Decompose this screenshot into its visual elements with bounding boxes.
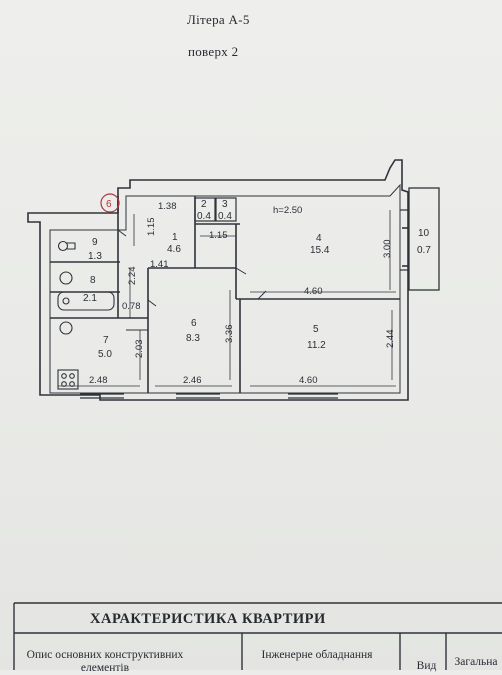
marker-circle [100,193,120,213]
litera-label: Літера А-5 [187,12,250,27]
table-col-structural: Опис основних конструктивних елементів [20,649,190,675]
col-text: Опис основних конструктивних [26,649,184,661]
room-number: 1 [172,232,178,243]
room-number: 7 [103,335,109,346]
bathtub-fixture [57,291,115,311]
dim-label: 2.24 [127,267,138,286]
ceiling-height: h=2.50 [273,205,302,216]
room-area: 0.4 [218,211,232,222]
col-text: елементів [80,662,130,674]
room-number: 3 [222,199,228,210]
outer-wall [27,159,409,401]
dim-label: 0.78 [122,301,141,312]
room-number: 8 [90,275,96,286]
floor-label: поверх 2 [188,44,239,59]
sink-fixture [59,271,73,285]
outer-wall-inner [49,183,401,394]
room-number: 5 [313,324,319,335]
toilet-fixture [57,240,69,252]
dim-label: 4.60 [299,375,318,386]
room-number: 9 [92,237,98,248]
dim-label: 1.41 [150,259,169,270]
room-area: 2.1 [83,293,97,304]
table-title: ХАРАКТЕРИСТИКА КВАРТИРИ [90,611,326,627]
dim-label: 1.15 [146,218,157,237]
dim-label: 1.15 [209,230,228,241]
dim-label: 2.44 [385,330,396,349]
dim-label: 2.46 [183,375,202,386]
room-area: 0.4 [197,211,211,222]
room-area: 0.7 [417,245,431,256]
closet-3 [215,197,237,222]
room-area: 15.4 [310,245,330,256]
balcony-room [408,187,440,291]
room-number: 2 [201,199,207,210]
dim-label: 1.38 [158,201,177,212]
room-number: 4 [316,233,322,244]
dim-label: 3.00 [382,240,393,259]
table-col-engineering: Інженерне обладнання [261,649,373,661]
room-area: 5.0 [98,349,112,360]
stove-fixture [57,369,79,390]
table-col-type: Вид [416,660,437,672]
dim-label: 4.60 [304,286,323,297]
dim-label: 3.36 [224,325,235,344]
closet-2 [194,197,216,222]
room-number: 6 [191,318,197,329]
dim-label: 2.48 [89,375,108,386]
marker-label: 6 [106,199,112,210]
room-area: 11.2 [307,340,326,351]
shower-fixture [59,321,73,335]
room-area: 8.3 [186,333,200,344]
room-area: 4.6 [167,244,181,255]
table-col-total: Загальна [454,656,498,668]
room-area: 1.3 [88,251,102,262]
room-number: 10 [418,228,430,239]
dim-label: 2.03 [134,340,145,359]
